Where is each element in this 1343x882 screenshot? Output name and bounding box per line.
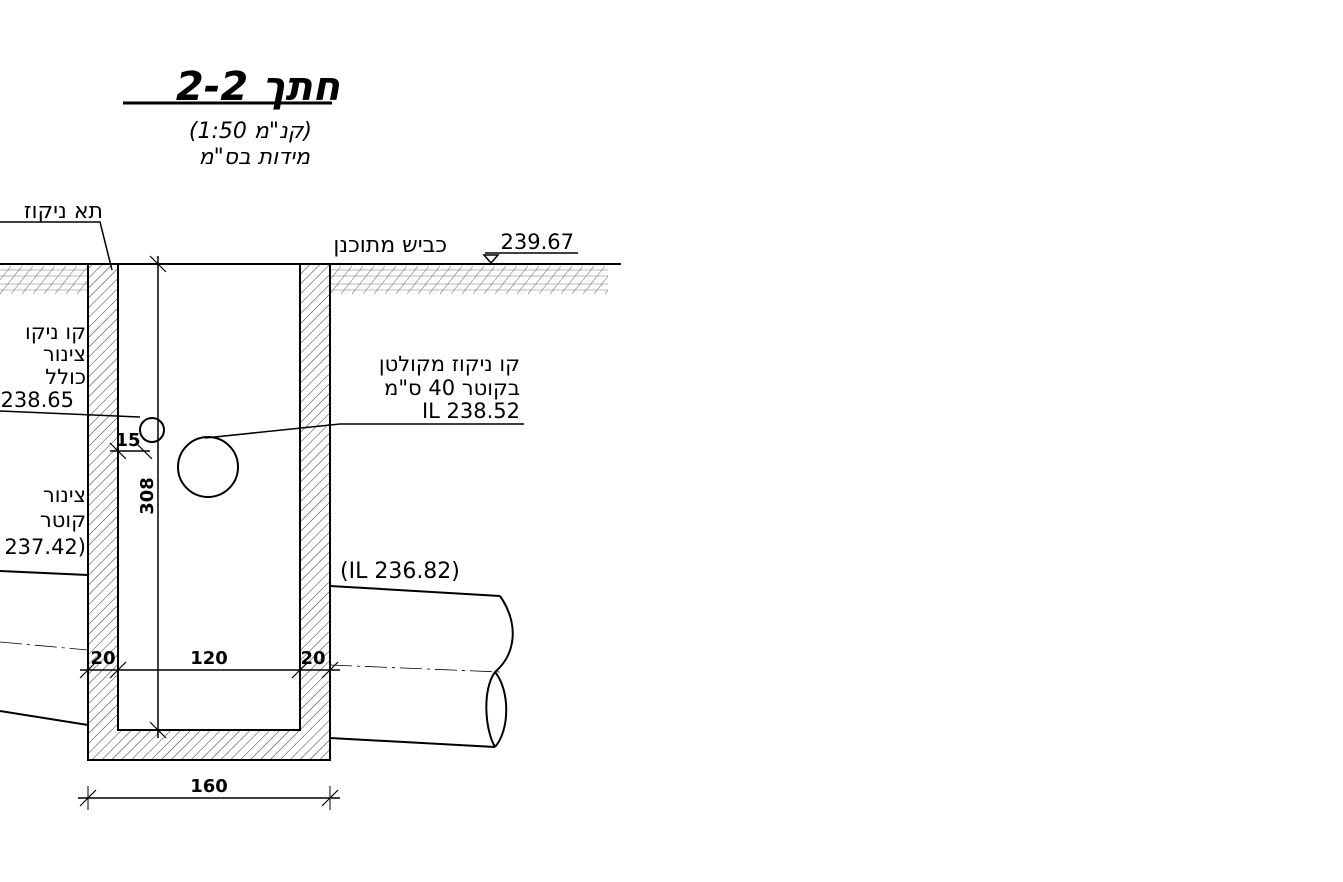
left-top-leader (0, 410, 141, 418)
label-left-top-level: 238.65 (1, 388, 74, 412)
label-left-mid-line1: צינור (43, 483, 86, 507)
label-left-mid-level: 237.42) (4, 535, 86, 559)
right-pipe-leader (204, 423, 524, 439)
scale-note: (קנ"מ 1:50) (189, 119, 312, 144)
cleanout-leader (0, 221, 113, 271)
leaders (0, 221, 578, 439)
elevation-marker-icon (482, 254, 500, 265)
label-left-top-line2: צינור (43, 342, 86, 366)
inlet-pipe-bottom-edge (0, 710, 89, 726)
receiver-pipe-40cm (177, 436, 239, 498)
label-left-top-line1: קו ניקו (25, 320, 86, 344)
label-left-mid-line2: קוטר (40, 508, 86, 532)
soil-hatch-left (0, 266, 88, 294)
pipe-centerline (0, 641, 501, 673)
dim-15: 15 (115, 430, 140, 451)
label-left-top-line3: כולל (45, 365, 86, 389)
dim-308: 308 (137, 477, 158, 515)
labels: תא ניקוז כביש מתוכנן 239.67 קו ניקו צינו… (1, 199, 574, 584)
dim-ticks-308 (149, 255, 167, 739)
pipe-break-right (494, 671, 508, 748)
soil-hatch-right (330, 266, 608, 294)
chamber (87, 263, 331, 761)
label-right-pipe-line1: קו ניקוז מקולטן (379, 352, 520, 376)
label-road-elevation: 239.67 (501, 230, 574, 254)
dimensions: 308 15 20 120 20 160 (78, 255, 340, 810)
label-cleanout-chamber: תא ניקוז (24, 199, 103, 224)
outlet-pipe-bottom-edge (329, 737, 496, 748)
title-block: חתך 2-2 (קנ"מ 1:50) מידות בס"מ (123, 64, 341, 170)
label-planned-road: כביש מתוכנן (333, 233, 447, 258)
units-note: מידות בס"מ (199, 145, 311, 170)
inlet-pipe-top-edge (0, 570, 89, 576)
dim-wall-right: 20 (300, 648, 325, 669)
label-outlet-level: (IL 236.82) (340, 559, 460, 584)
dim-outer-width: 160 (190, 776, 228, 797)
dim-ticks-walls (79, 661, 339, 679)
small-inlet-pipe (139, 417, 165, 443)
dim-inner-width: 120 (190, 648, 228, 669)
label-right-pipe-line2: בקוטר 40 ס"מ (384, 376, 520, 400)
outlet-pipe-top-edge (329, 585, 501, 597)
label-right-pipe-level: IL 238.52 (422, 399, 520, 423)
dim-ticks-15 (109, 442, 153, 460)
dim-wall-left: 20 (90, 648, 115, 669)
outlet-pipe (0, 570, 514, 748)
